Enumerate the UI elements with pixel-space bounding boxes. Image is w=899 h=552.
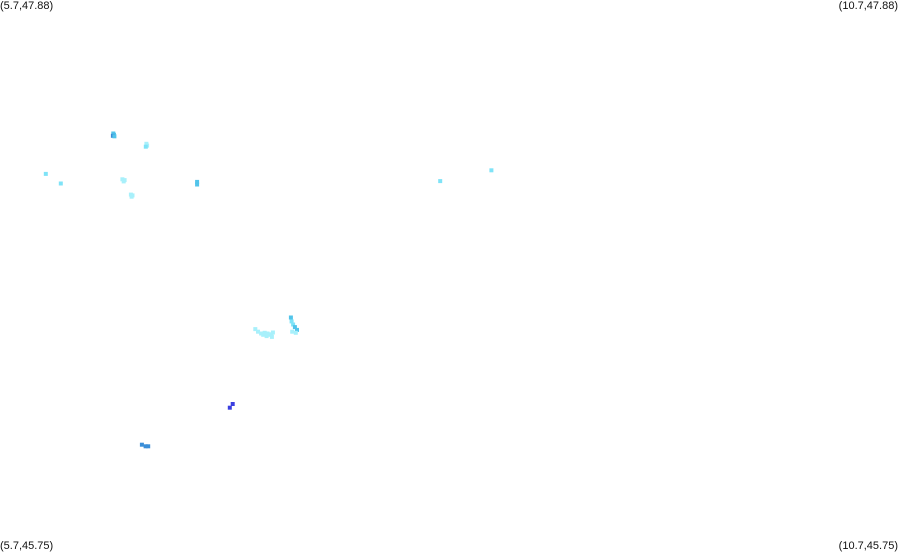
map-point xyxy=(227,405,232,410)
corner-label-top-right: (10.7,47.88) xyxy=(838,0,898,12)
map-point xyxy=(253,327,258,332)
map-point xyxy=(58,181,63,186)
map-point xyxy=(262,330,267,335)
map-point xyxy=(269,334,274,339)
map-point xyxy=(270,330,275,335)
corner-label-bottom-right: (10.7,45.75) xyxy=(838,540,898,552)
map-point xyxy=(259,331,264,336)
map-point xyxy=(267,332,272,337)
map-point xyxy=(112,134,117,139)
map-point xyxy=(289,319,294,324)
map-point xyxy=(146,444,151,449)
map-point xyxy=(291,322,296,327)
corner-label-bottom-left: (5.7,45.75) xyxy=(0,540,54,552)
map-point xyxy=(292,325,297,330)
map-point xyxy=(264,334,269,339)
map-point xyxy=(143,144,148,149)
corner-label-top-left: (5.7,47.88) xyxy=(0,0,54,12)
map-point xyxy=(143,444,148,449)
map-point xyxy=(195,179,200,184)
map-point xyxy=(139,442,144,447)
map-point xyxy=(438,179,443,184)
map-point xyxy=(121,179,126,184)
map-point xyxy=(230,402,235,406)
map-point xyxy=(195,182,200,187)
map-point xyxy=(293,330,298,335)
map-point xyxy=(129,194,134,199)
map-point xyxy=(290,329,295,334)
map-point xyxy=(295,327,299,332)
map-point xyxy=(120,177,125,182)
map-point xyxy=(256,329,260,334)
map-point xyxy=(288,315,293,320)
map-point xyxy=(43,171,48,176)
map-point xyxy=(489,168,494,173)
